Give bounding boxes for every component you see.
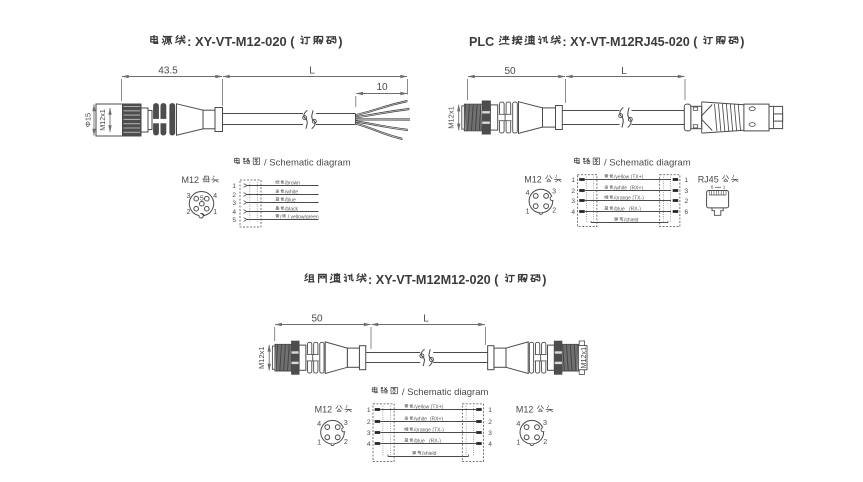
- svg-text:/yellow (TX+): /yellow (TX+): [414, 404, 444, 410]
- svg-text:): ): [740, 35, 744, 49]
- svg-text:M12: M12: [315, 405, 335, 415]
- svg-text:2: 2: [571, 188, 575, 195]
- svg-text:: XY-VT-M12M12-020 (: : XY-VT-M12M12-020 (: [368, 273, 499, 287]
- svg-text:4: 4: [571, 209, 575, 216]
- svg-text:/blue (RX-): /blue (RX-): [414, 438, 441, 444]
- svg-text:3: 3: [543, 418, 547, 427]
- svg-text:Φ15: Φ15: [84, 113, 93, 127]
- svg-text:/shield: /shield: [624, 217, 639, 223]
- svg-text:2: 2: [367, 419, 371, 426]
- svg-text:2: 2: [552, 206, 556, 215]
- svg-text:M12x1: M12x1: [579, 347, 588, 369]
- svg-text:3: 3: [685, 188, 689, 195]
- svg-text:50: 50: [504, 66, 516, 77]
- svg-text:1: 1: [232, 183, 236, 190]
- svg-text:1: 1: [571, 177, 575, 184]
- svg-text:: XY-VT-M12RJ45-020 (: : XY-VT-M12RJ45-020 (: [562, 35, 698, 49]
- svg-text:/: /: [280, 214, 282, 220]
- svg-text:L: L: [621, 66, 627, 77]
- svg-text:4: 4: [526, 188, 530, 197]
- svg-text:M12: M12: [182, 175, 202, 185]
- svg-text:/ Schematic diagram: / Schematic diagram: [261, 158, 350, 169]
- svg-text:M12x1: M12x1: [98, 109, 107, 131]
- svg-text:3: 3: [488, 430, 492, 437]
- svg-text:/yellow (TX+): /yellow (TX+): [614, 174, 644, 180]
- svg-text:1: 1: [723, 185, 726, 190]
- svg-text:4: 4: [232, 209, 236, 216]
- svg-text:1: 1: [317, 438, 321, 447]
- svg-text:4: 4: [213, 191, 217, 200]
- svg-text:/brown: /brown: [285, 180, 300, 186]
- svg-text:/orange (TX-): /orange (TX-): [614, 195, 644, 201]
- svg-text:10: 10: [376, 82, 388, 93]
- svg-text:1: 1: [488, 407, 492, 414]
- svg-text:50: 50: [311, 314, 323, 325]
- svg-text:4: 4: [488, 441, 492, 448]
- svg-text:8: 8: [711, 185, 714, 190]
- svg-text:PLC: PLC: [469, 35, 498, 49]
- svg-text:/ yellow/green: / yellow/green: [286, 214, 318, 220]
- svg-text:/ Schematic diagram: / Schematic diagram: [399, 387, 488, 398]
- svg-text:3: 3: [232, 200, 236, 207]
- svg-text:L: L: [423, 314, 429, 325]
- svg-text:M12x1: M12x1: [257, 346, 266, 369]
- svg-text:1: 1: [685, 177, 689, 184]
- svg-text:M12: M12: [516, 405, 536, 415]
- svg-text:/orange (TX-): /orange (TX-): [414, 427, 444, 433]
- svg-text:2: 2: [232, 192, 236, 199]
- svg-text:/white: /white: [285, 189, 298, 195]
- svg-text:2: 2: [187, 207, 191, 216]
- svg-text:2: 2: [685, 198, 689, 205]
- svg-text:L: L: [309, 65, 315, 76]
- svg-text:): ): [542, 273, 546, 287]
- svg-text:1: 1: [526, 206, 530, 215]
- svg-text:/blue: /blue: [285, 197, 296, 203]
- svg-text:3: 3: [367, 430, 371, 437]
- svg-text:2: 2: [543, 437, 547, 446]
- svg-text:43.5: 43.5: [158, 65, 178, 76]
- svg-text:/blue (RX-): /blue (RX-): [614, 206, 641, 212]
- svg-text:4: 4: [317, 419, 321, 428]
- svg-text:1: 1: [367, 407, 371, 414]
- svg-text:3: 3: [552, 187, 556, 196]
- svg-text:/shield: /shield: [422, 451, 437, 457]
- svg-text:2: 2: [488, 419, 492, 426]
- svg-text:/white (RX+): /white (RX+): [614, 185, 643, 191]
- svg-text:M12: M12: [524, 175, 544, 185]
- svg-text:3: 3: [344, 418, 348, 427]
- svg-text:1: 1: [516, 438, 520, 447]
- svg-text:/white (RX+): /white (RX+): [414, 416, 443, 422]
- svg-text:): ): [338, 34, 342, 49]
- svg-text:4: 4: [367, 441, 371, 448]
- svg-text:3: 3: [187, 191, 191, 200]
- svg-text:1: 1: [213, 207, 217, 216]
- svg-text:5: 5: [232, 217, 236, 224]
- svg-text:/ Schematic diagram: / Schematic diagram: [601, 158, 690, 169]
- svg-text:: XY-VT-M12-020 (: : XY-VT-M12-020 (: [187, 34, 295, 49]
- svg-text:/black: /black: [285, 206, 299, 212]
- svg-text:5: 5: [200, 195, 204, 202]
- svg-text:RJ45: RJ45: [698, 175, 722, 185]
- svg-text:2: 2: [344, 437, 348, 446]
- svg-text:4: 4: [516, 419, 520, 428]
- svg-text:6: 6: [685, 209, 689, 216]
- svg-text:3: 3: [571, 198, 575, 205]
- svg-text:M12x1: M12x1: [447, 106, 456, 129]
